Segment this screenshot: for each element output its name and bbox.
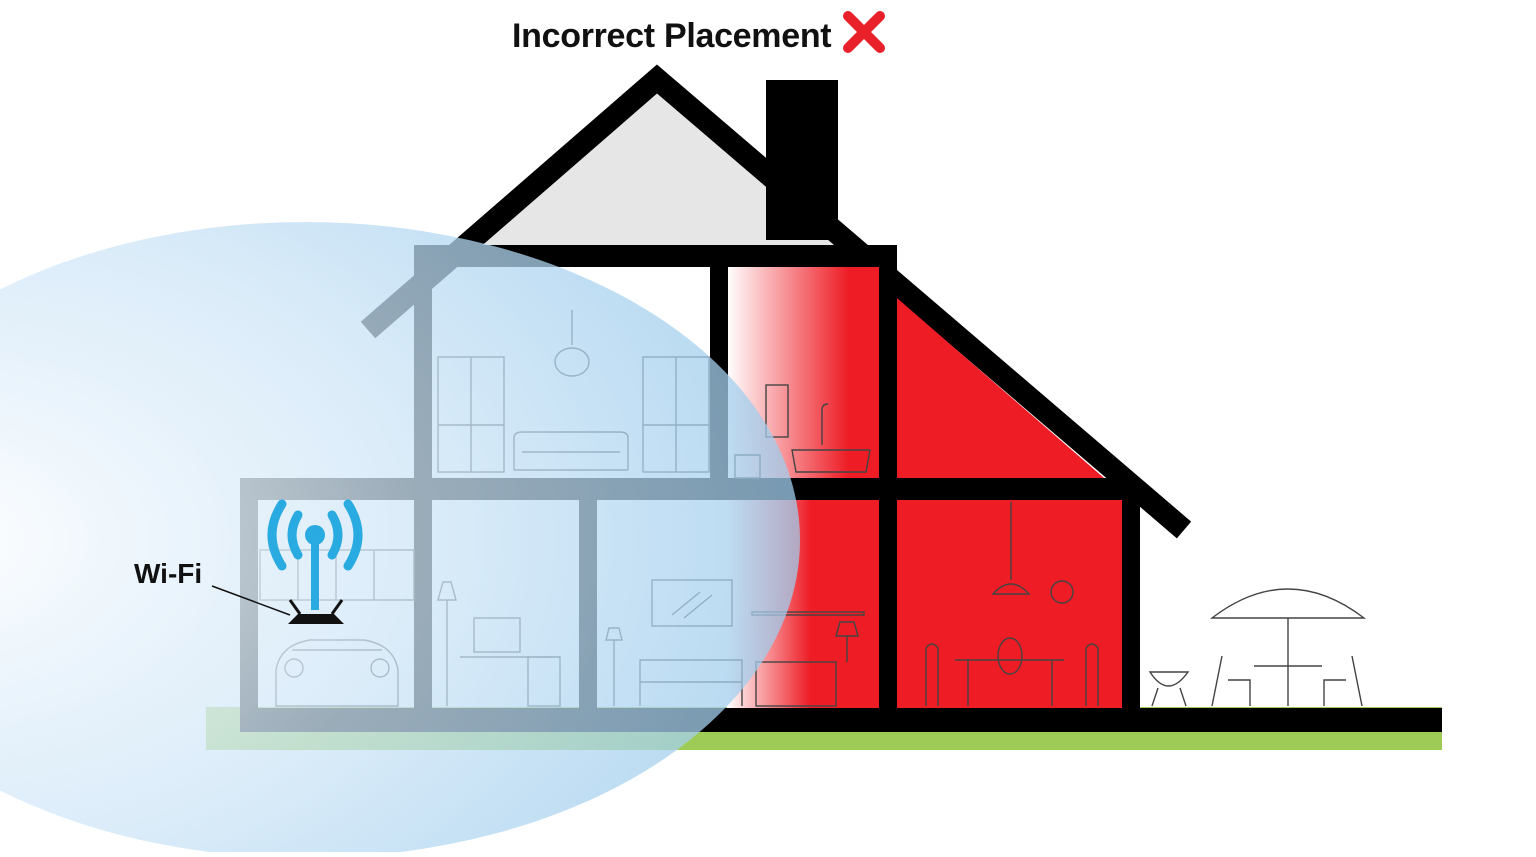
umbrella-icon: [1209, 588, 1367, 619]
attic-room-dead-zone: [897, 298, 1104, 478]
router-icon: [288, 525, 344, 624]
grill-icon: [1148, 671, 1190, 687]
wifi-coverage-zone: [0, 222, 800, 857]
bathtub-icon: [791, 449, 871, 473]
radiator: [765, 384, 789, 438]
header: Incorrect Placement: [512, 12, 832, 60]
attic: [478, 92, 838, 245]
dining-dead-zone: [897, 500, 1122, 708]
wifi-signal-icon: [267, 499, 363, 571]
clock-icon: [1050, 580, 1074, 604]
wifi-label-leader: [211, 585, 291, 616]
router-label: Wi-Fi: [134, 558, 203, 589]
red-x-icon: [843, 11, 885, 53]
page-title: Incorrect Placement: [512, 16, 832, 55]
